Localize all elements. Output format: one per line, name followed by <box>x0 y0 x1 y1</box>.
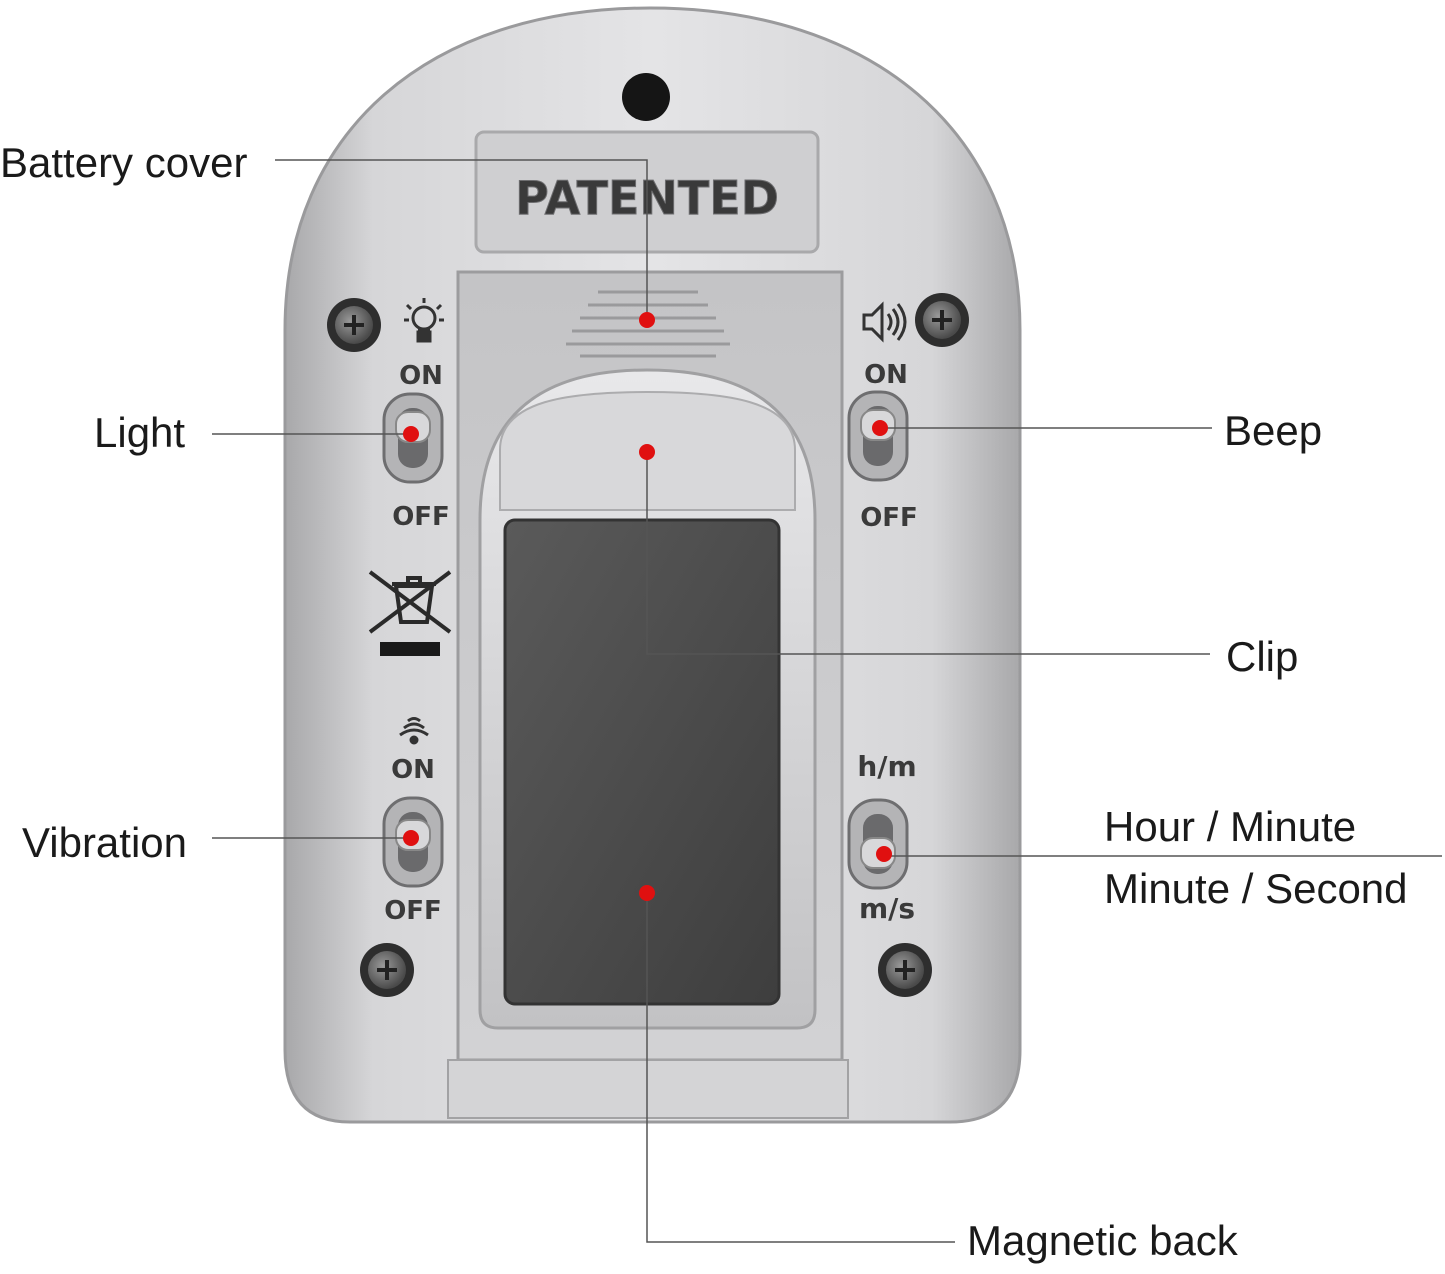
screw-icon <box>327 298 381 352</box>
callout-light: Light <box>94 409 186 456</box>
magnet <box>503 518 781 1006</box>
callout-beep: Beep <box>1224 407 1323 454</box>
weee-bin-icon <box>368 570 452 656</box>
vibration-icon <box>399 717 429 745</box>
callout-vibration: Vibration <box>22 819 188 866</box>
screw-icon <box>915 293 969 347</box>
time-switch-hm-label: h/m <box>857 750 916 783</box>
callout-hour-minute: Hour / Minute <box>1104 803 1357 850</box>
callout-minute-second: Minute / Second <box>1104 865 1408 912</box>
marker-vibration <box>403 830 419 846</box>
screw-icon <box>878 943 932 997</box>
marker-beep <box>872 420 888 436</box>
marker-clip <box>639 444 655 460</box>
light-bulb-icon <box>404 298 444 343</box>
light-switch-off-label: OFF <box>392 502 450 532</box>
marker-battery-cover <box>639 312 655 328</box>
beep-switch-off-label: OFF <box>860 503 918 533</box>
vibration-switch-off-label: OFF <box>384 896 442 926</box>
marker-magnetic-back <box>639 885 655 901</box>
stand-flap <box>447 1059 849 1119</box>
light-switch-on-label: ON <box>399 361 443 391</box>
speaker-icon <box>862 301 907 343</box>
beep-switch[interactable] <box>847 390 909 482</box>
leader-line-magnetic-back <box>646 893 955 1243</box>
callout-battery-cover: Battery cover <box>0 139 248 186</box>
marker-light <box>403 426 419 442</box>
red-markers <box>403 312 892 901</box>
beep-switch-on-label: ON <box>864 360 908 390</box>
leader-line-battery-cover <box>275 159 648 320</box>
vibration-switch-on-label: ON <box>391 755 435 785</box>
marker-time <box>876 846 892 862</box>
leader-lines <box>212 159 1442 1243</box>
callout-magnetic-back: Magnetic back <box>967 1217 1238 1264</box>
leader-line-clip <box>646 452 1210 655</box>
lanyard-hole <box>622 73 670 121</box>
battery-cover-grip <box>566 290 730 358</box>
callout-clip: Clip <box>1226 633 1299 680</box>
screw-icon <box>360 943 414 997</box>
time-switch[interactable] <box>847 798 909 890</box>
time-switch-ms-label: m/s <box>859 892 915 925</box>
